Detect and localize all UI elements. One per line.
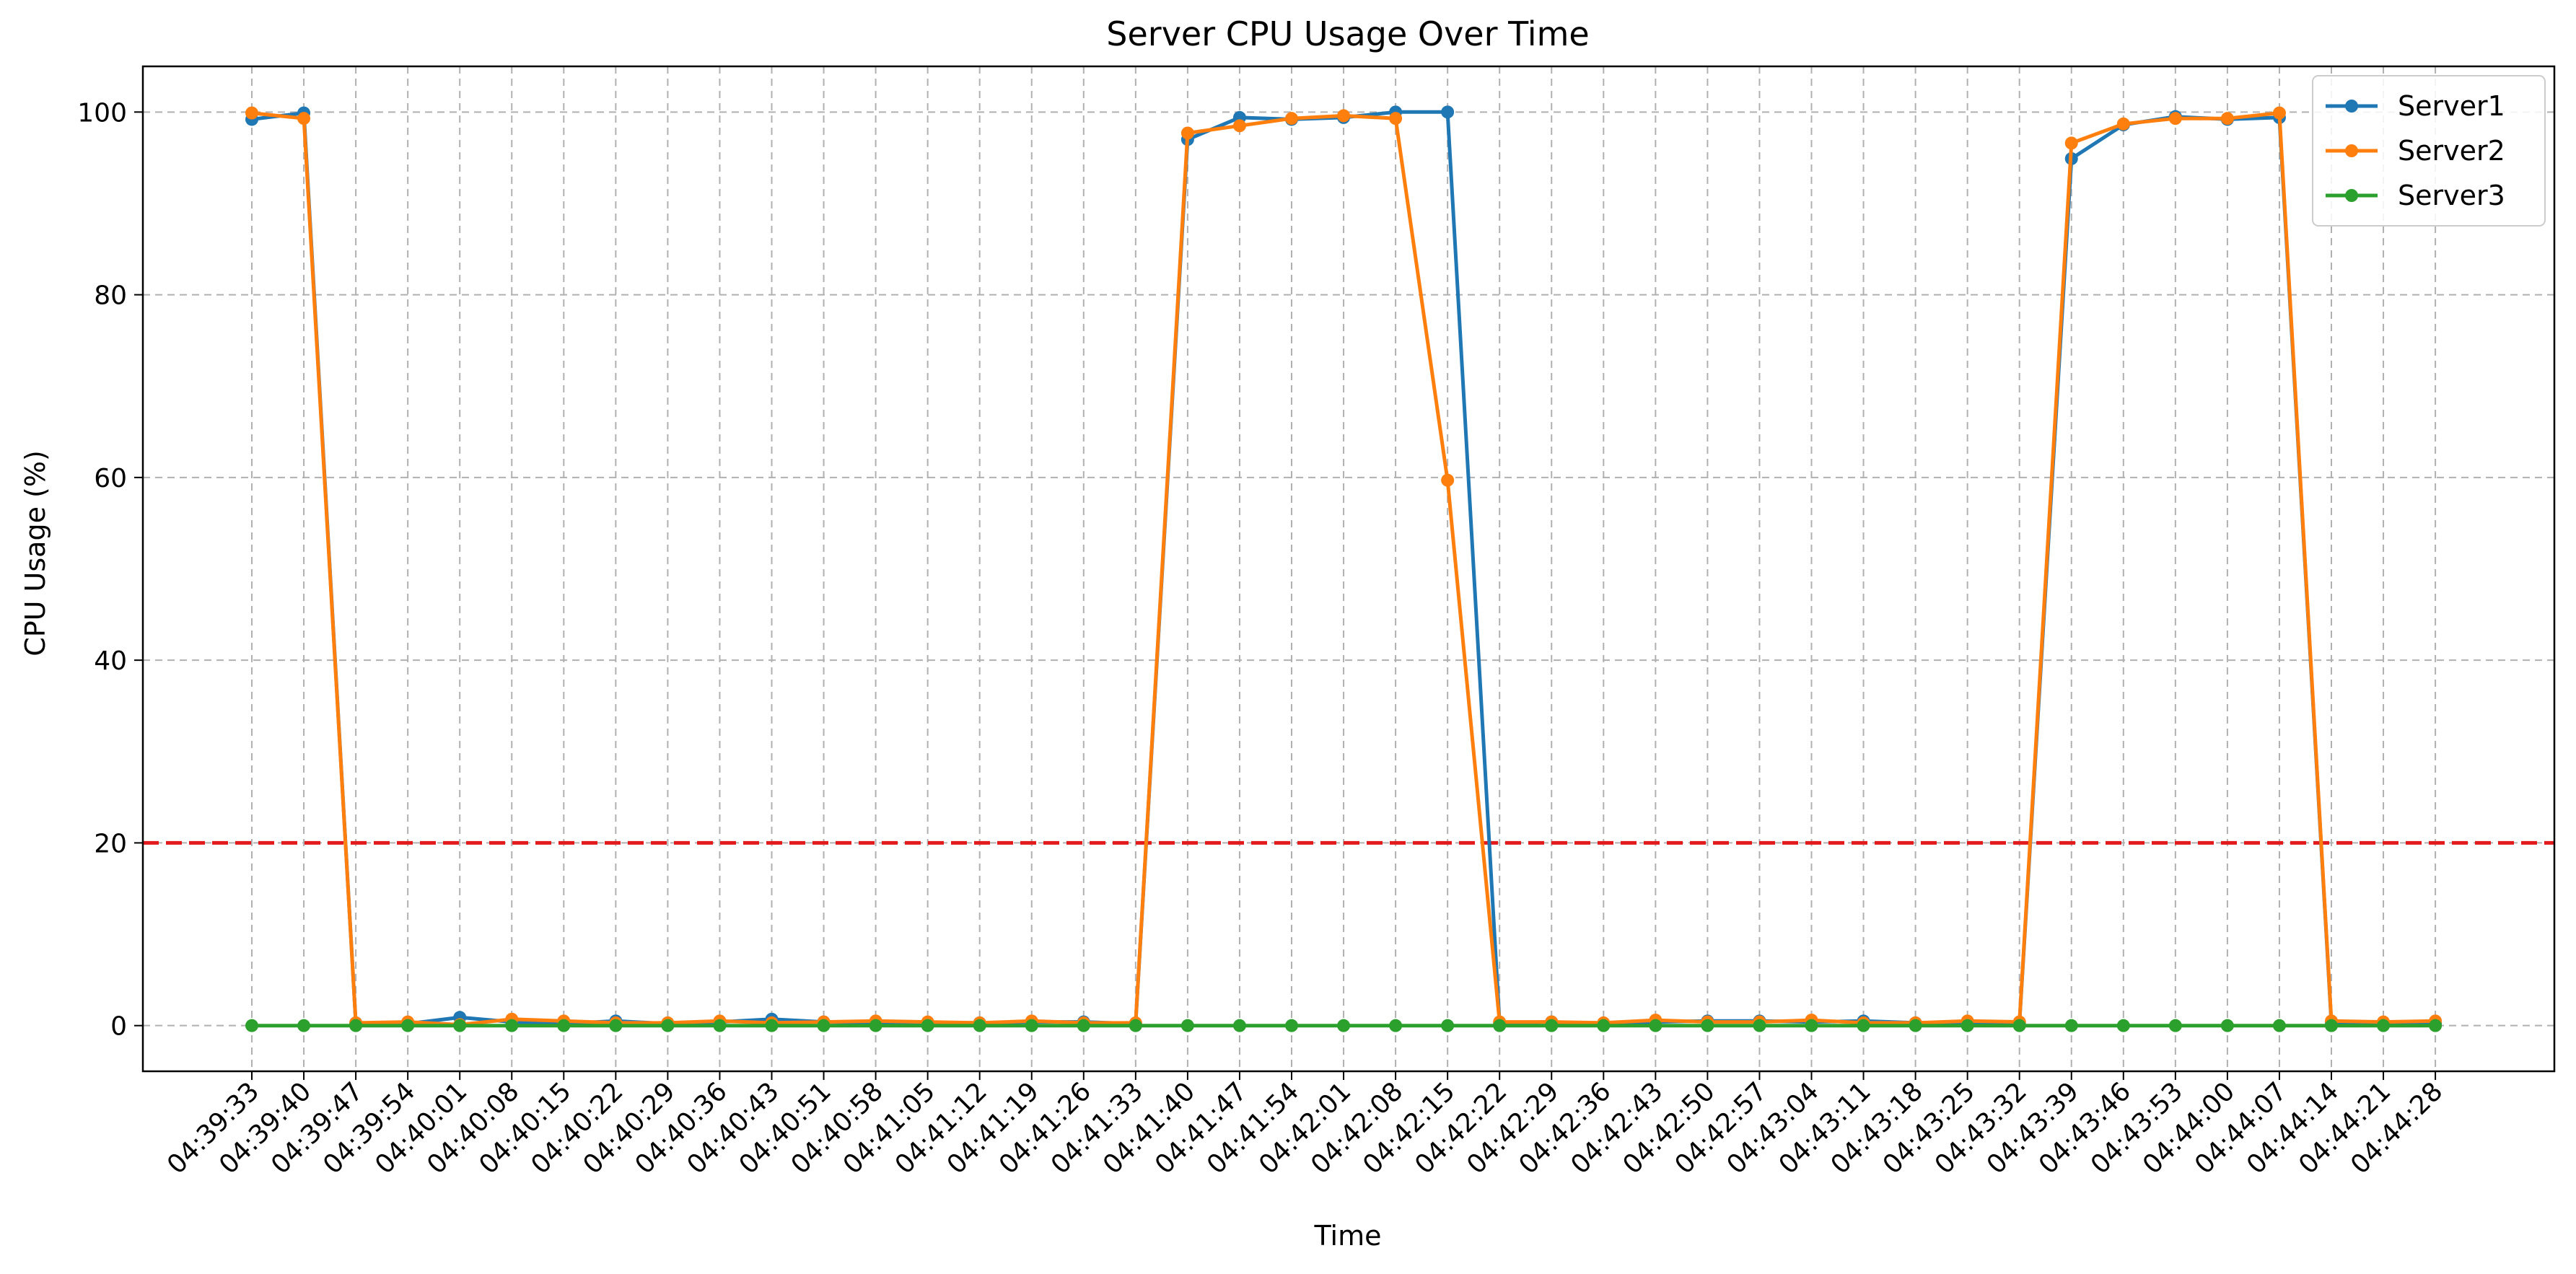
data-point-server3 bbox=[1025, 1019, 1038, 1032]
series-server3 bbox=[245, 1019, 2443, 1032]
data-point-server3 bbox=[1753, 1019, 1766, 1032]
y-tick-label: 100 bbox=[77, 98, 127, 128]
data-point-server3 bbox=[245, 1019, 258, 1032]
data-point-server2 bbox=[2168, 112, 2182, 126]
legend-label-server2: Server2 bbox=[2398, 135, 2505, 167]
y-axis-label: CPU Usage (%) bbox=[19, 450, 51, 656]
data-point-server3 bbox=[557, 1019, 571, 1032]
data-point-server3 bbox=[661, 1019, 675, 1032]
data-point-server3 bbox=[2325, 1019, 2338, 1032]
series-layer bbox=[245, 105, 2443, 1032]
data-point-server2 bbox=[1441, 473, 1455, 487]
data-point-server1 bbox=[1441, 105, 1455, 119]
legend-item-server1: Server1 bbox=[2326, 90, 2505, 122]
data-point-server3 bbox=[1077, 1019, 1090, 1032]
data-point-server3 bbox=[2168, 1019, 2182, 1032]
data-point-server3 bbox=[1180, 1019, 1194, 1032]
data-point-server2 bbox=[2064, 136, 2078, 150]
data-point-server2 bbox=[2220, 112, 2234, 126]
data-point-server3 bbox=[869, 1019, 882, 1032]
plot-frame bbox=[141, 65, 2556, 1073]
data-point-server3 bbox=[1337, 1019, 1351, 1032]
data-point-server2 bbox=[245, 106, 258, 120]
data-point-server2 bbox=[1285, 112, 1298, 126]
data-point-server3 bbox=[1232, 1019, 1246, 1032]
data-point-server3 bbox=[921, 1019, 934, 1032]
y-tick-label: 20 bbox=[94, 829, 127, 858]
legend-label-server3: Server3 bbox=[2398, 180, 2505, 211]
data-point-server2 bbox=[1389, 112, 1403, 126]
data-point-server3 bbox=[453, 1019, 467, 1032]
data-point-server3 bbox=[505, 1019, 519, 1032]
data-point-server3 bbox=[1493, 1019, 1507, 1032]
data-point-server3 bbox=[2429, 1019, 2443, 1032]
data-point-server3 bbox=[1909, 1019, 1922, 1032]
data-point-server3 bbox=[349, 1019, 363, 1032]
data-point-server3 bbox=[1649, 1019, 1662, 1032]
data-point-server3 bbox=[713, 1019, 727, 1032]
chart-title: Server CPU Usage Over Time bbox=[1106, 14, 1589, 53]
legend-label-server1: Server1 bbox=[2398, 90, 2505, 122]
y-tick-label: 60 bbox=[94, 464, 127, 493]
data-point-server3 bbox=[1441, 1019, 1455, 1032]
data-point-server3 bbox=[817, 1019, 831, 1032]
legend-item-server3: Server3 bbox=[2326, 180, 2505, 211]
data-point-server2 bbox=[2116, 117, 2130, 131]
legend-swatch-marker bbox=[2345, 144, 2358, 157]
data-point-server3 bbox=[2377, 1019, 2391, 1032]
data-point-server3 bbox=[973, 1019, 986, 1032]
legend-swatch-marker bbox=[2345, 189, 2358, 202]
data-point-server3 bbox=[609, 1019, 623, 1032]
data-point-server2 bbox=[297, 112, 311, 126]
data-point-server3 bbox=[2116, 1019, 2130, 1032]
data-point-server2 bbox=[2272, 106, 2286, 120]
data-point-server3 bbox=[1285, 1019, 1298, 1032]
data-point-server3 bbox=[1961, 1019, 1974, 1032]
data-point-server3 bbox=[1597, 1019, 1611, 1032]
data-point-server3 bbox=[1389, 1019, 1403, 1032]
data-point-server3 bbox=[1805, 1019, 1818, 1032]
y-tick-label: 80 bbox=[94, 281, 127, 311]
data-point-server3 bbox=[297, 1019, 311, 1032]
data-point-server2 bbox=[1337, 109, 1351, 123]
data-point-server3 bbox=[401, 1019, 415, 1032]
data-point-server3 bbox=[1857, 1019, 1870, 1032]
data-point-server3 bbox=[2220, 1019, 2234, 1032]
y-tick-label: 0 bbox=[110, 1012, 127, 1042]
legend-swatch-marker bbox=[2345, 100, 2358, 113]
x-axis-label: Time bbox=[1314, 1220, 1382, 1252]
legend-box bbox=[2312, 75, 2546, 227]
data-point-server3 bbox=[1545, 1019, 1559, 1032]
legend-item-server2: Server2 bbox=[2326, 135, 2505, 167]
data-point-server3 bbox=[765, 1019, 779, 1032]
data-point-server3 bbox=[1701, 1019, 1714, 1032]
y-tick-label: 40 bbox=[94, 646, 127, 676]
data-point-server3 bbox=[2064, 1019, 2078, 1032]
data-point-server2 bbox=[1232, 119, 1246, 133]
data-point-server2 bbox=[1180, 126, 1194, 140]
data-point-server3 bbox=[1129, 1019, 1142, 1032]
data-point-server3 bbox=[2012, 1019, 2026, 1032]
data-point-server3 bbox=[2272, 1019, 2286, 1032]
